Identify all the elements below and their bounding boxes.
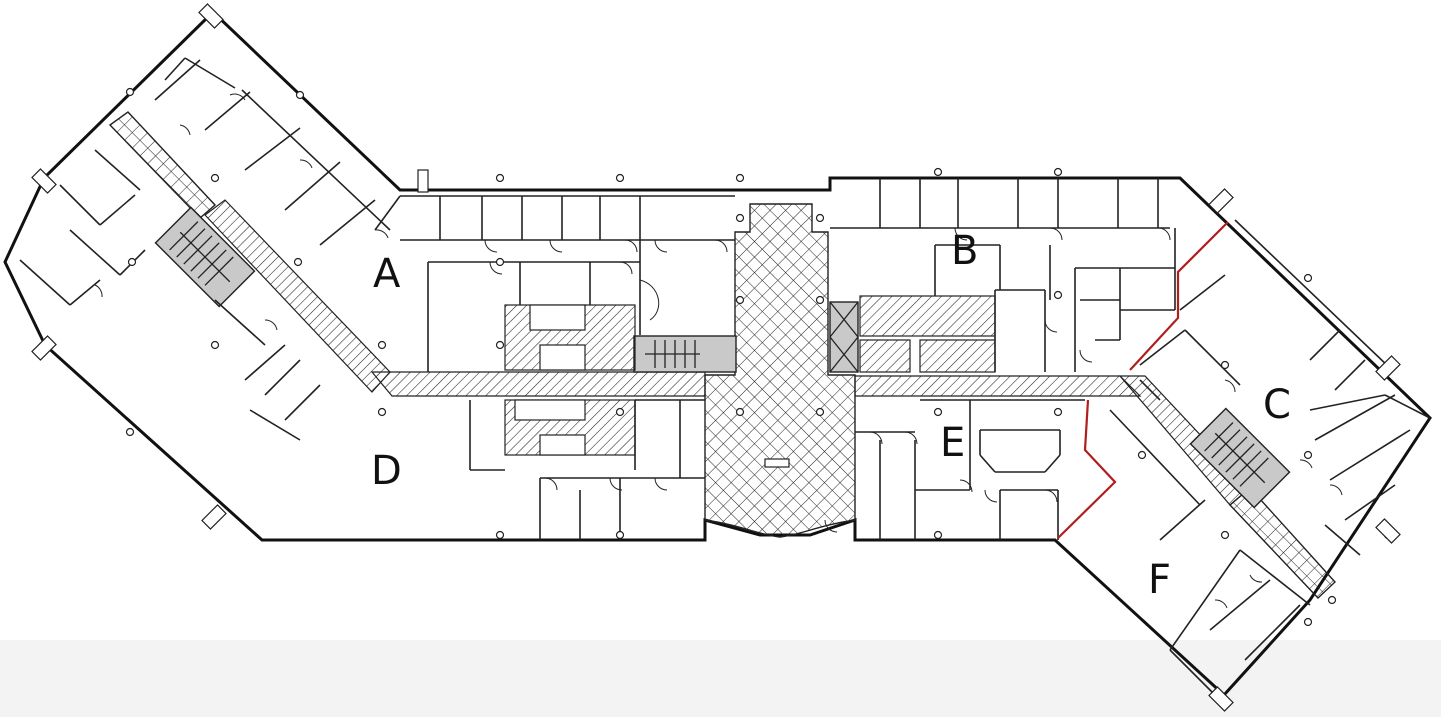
suite-dividers bbox=[1057, 221, 1229, 539]
suite-label-e: E bbox=[940, 420, 965, 466]
suite-label-d: D bbox=[371, 448, 402, 494]
background-band bbox=[0, 640, 1441, 717]
suite-labels: A B C D E F bbox=[371, 228, 1291, 603]
stair-cores bbox=[154, 206, 1291, 509]
wall-endcaps bbox=[31, 3, 1401, 712]
corridors bbox=[108, 111, 1336, 599]
suite-label-b: B bbox=[951, 228, 978, 274]
suite-label-c: C bbox=[1263, 382, 1291, 428]
suite-label-f: F bbox=[1148, 557, 1171, 603]
interior-walls bbox=[19, 57, 1431, 696]
central-lobby bbox=[704, 203, 856, 538]
suite-label-a: A bbox=[373, 251, 401, 297]
building-outline bbox=[3, 9, 1432, 698]
door-swings bbox=[94, 93, 1343, 609]
